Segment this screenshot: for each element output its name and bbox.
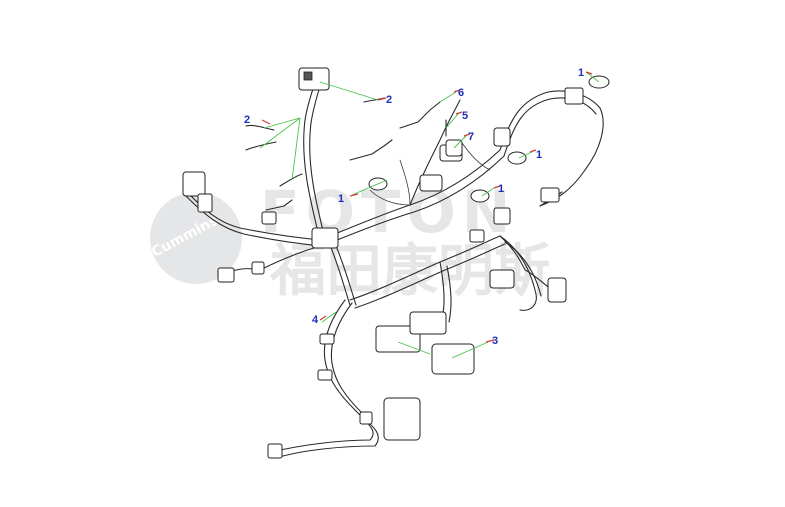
callout-2-tie-top: 2 [386, 94, 392, 106]
connector-right-upper [493, 127, 511, 147]
cable-tie-2a [245, 124, 275, 131]
connector-left-small [197, 193, 213, 213]
bracket-6c [265, 199, 293, 211]
bracket-6 [399, 101, 441, 129]
connector-lower-left [217, 267, 235, 283]
connector-center [419, 174, 443, 192]
connector-right-lower [489, 269, 515, 289]
connector-left [182, 171, 206, 197]
clip-lower [317, 369, 333, 381]
ring-clamp-1b [507, 151, 527, 165]
ring-clamp-1d [470, 189, 490, 203]
relay-box [375, 325, 421, 353]
callout-7-grommet: 7 [468, 131, 474, 143]
connector-far-right [547, 277, 567, 303]
callout-labels: 1 1 1 1 2 2 3 4 5 6 7 [244, 67, 584, 347]
clip-left [251, 261, 265, 275]
connector-right-mid [540, 187, 560, 203]
connector-mid-left [261, 211, 277, 225]
watermark-foton-letters: FOTON [260, 178, 516, 246]
callout-1-clamp-center: 1 [338, 193, 344, 205]
callout-5-bolt: 5 [462, 110, 468, 122]
clip-middle [319, 333, 335, 345]
relay-box-upper [409, 311, 447, 335]
watermark-logo-circle [150, 192, 242, 284]
clip-bottom [359, 411, 373, 425]
connector-top-pin [303, 71, 313, 81]
callout-6-bracket: 6 [458, 87, 464, 99]
connector-top [298, 67, 330, 91]
clip-right [469, 229, 485, 243]
connector-bottom-left [267, 443, 283, 459]
callout-1-clamp-mid: 1 [498, 183, 504, 195]
callout-1-clamp-top-right: 1 [578, 67, 584, 79]
bracket-6b [349, 139, 393, 161]
callout-4-harness: 4 [312, 314, 319, 326]
connector-right-top [564, 87, 584, 105]
fuse-box-component-3 [431, 343, 475, 375]
ecu-module [383, 397, 421, 441]
leader-lines [259, 71, 600, 359]
callout-2-tie-left: 2 [244, 114, 250, 126]
connector-right-junction [493, 207, 511, 225]
callout-ticks [261, 71, 593, 343]
connector-junction [311, 227, 339, 249]
cable-tie-2b [245, 141, 277, 151]
callout-1-clamp-right: 1 [536, 149, 542, 161]
callout-3-fuse-box: 3 [492, 335, 498, 347]
watermark: Cummins 福田康明斯 FOTON [149, 178, 550, 304]
